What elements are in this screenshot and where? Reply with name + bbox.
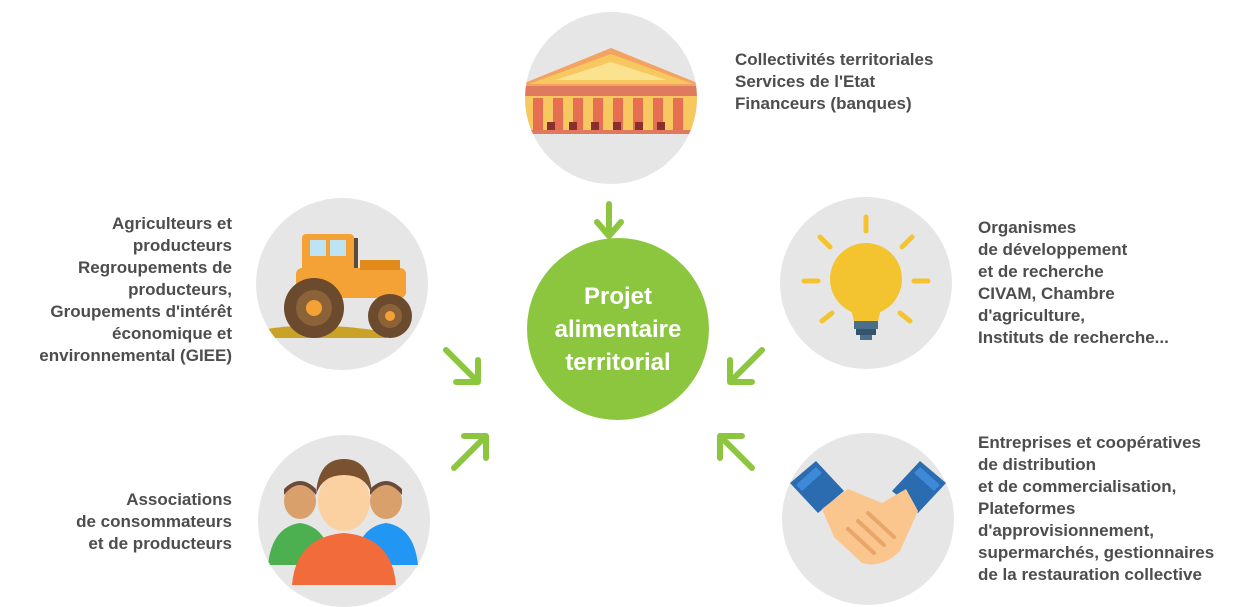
- label-line: CIVAM, Chambre: [978, 284, 1115, 303]
- arrow-up-left-icon: [717, 433, 755, 471]
- label-line: d'approvisionnement,: [978, 521, 1154, 540]
- businesses-circle: [782, 433, 954, 605]
- label-line: Organismes: [978, 218, 1077, 237]
- farmers-label: Agriculteurs et producteurs Regroupement…: [10, 213, 232, 367]
- label-line: économique et: [112, 324, 232, 343]
- central-project-node: Projet alimentaire territorial: [527, 238, 709, 420]
- research-circle: [780, 197, 952, 369]
- label-line: Entreprises et coopératives: [978, 433, 1201, 452]
- institutions-circle: [525, 12, 697, 184]
- government-building-icon: [525, 48, 697, 134]
- label-line: Services de l'Etat: [735, 72, 876, 91]
- center-line: Projet: [583, 282, 652, 310]
- label-line: de développement: [978, 240, 1128, 259]
- label-line: Financeurs (banques): [735, 94, 912, 113]
- label-line: de la restauration collective: [978, 565, 1202, 584]
- label-line: environnemental (GIEE): [39, 346, 232, 365]
- label-line: supermarchés, gestionnaires: [978, 543, 1215, 562]
- farmers-circle: [256, 198, 428, 370]
- arrow-down-icon: [594, 201, 624, 239]
- tractor-icon: [260, 234, 412, 338]
- label-line: de distribution: [978, 455, 1097, 474]
- associations-label: Associations de consommateurs et de prod…: [10, 489, 232, 555]
- center-line: territorial: [565, 348, 671, 376]
- arrow-up-right-icon: [451, 433, 489, 471]
- label-line: et de recherche: [978, 262, 1104, 281]
- arrow-down-left-icon: [727, 347, 765, 385]
- businesses-label: Entreprises et coopératives de distribut…: [978, 432, 1214, 586]
- label-line: Associations: [126, 490, 232, 509]
- people-group-icon: [268, 459, 418, 585]
- label-line: Agriculteurs et: [112, 214, 232, 233]
- label-line: producteurs: [132, 236, 232, 255]
- label-line: Regroupements de: [78, 258, 232, 277]
- arrow-down-right-icon: [443, 347, 481, 385]
- label-line: et de commercialisation,: [978, 477, 1177, 496]
- research-label: Organismes de développement et de recher…: [978, 217, 1169, 349]
- label-line: Instituts de recherche...: [978, 328, 1169, 347]
- label-line: producteurs,: [128, 280, 232, 299]
- handshake-icon: [790, 461, 946, 565]
- label-line: et de producteurs: [88, 534, 232, 553]
- label-line: de consommateurs: [76, 512, 232, 531]
- institutions-label: Collectivités territoriales Services de …: [735, 49, 933, 115]
- label-line: Plateformes: [978, 499, 1076, 518]
- center-line: alimentaire: [554, 315, 682, 343]
- label-line: d'agriculture,: [978, 306, 1086, 325]
- label-line: Collectivités territoriales: [735, 50, 934, 69]
- label-line: Groupements d'intérêt: [50, 302, 232, 321]
- lightbulb-icon: [801, 214, 931, 340]
- associations-circle: [258, 435, 430, 607]
